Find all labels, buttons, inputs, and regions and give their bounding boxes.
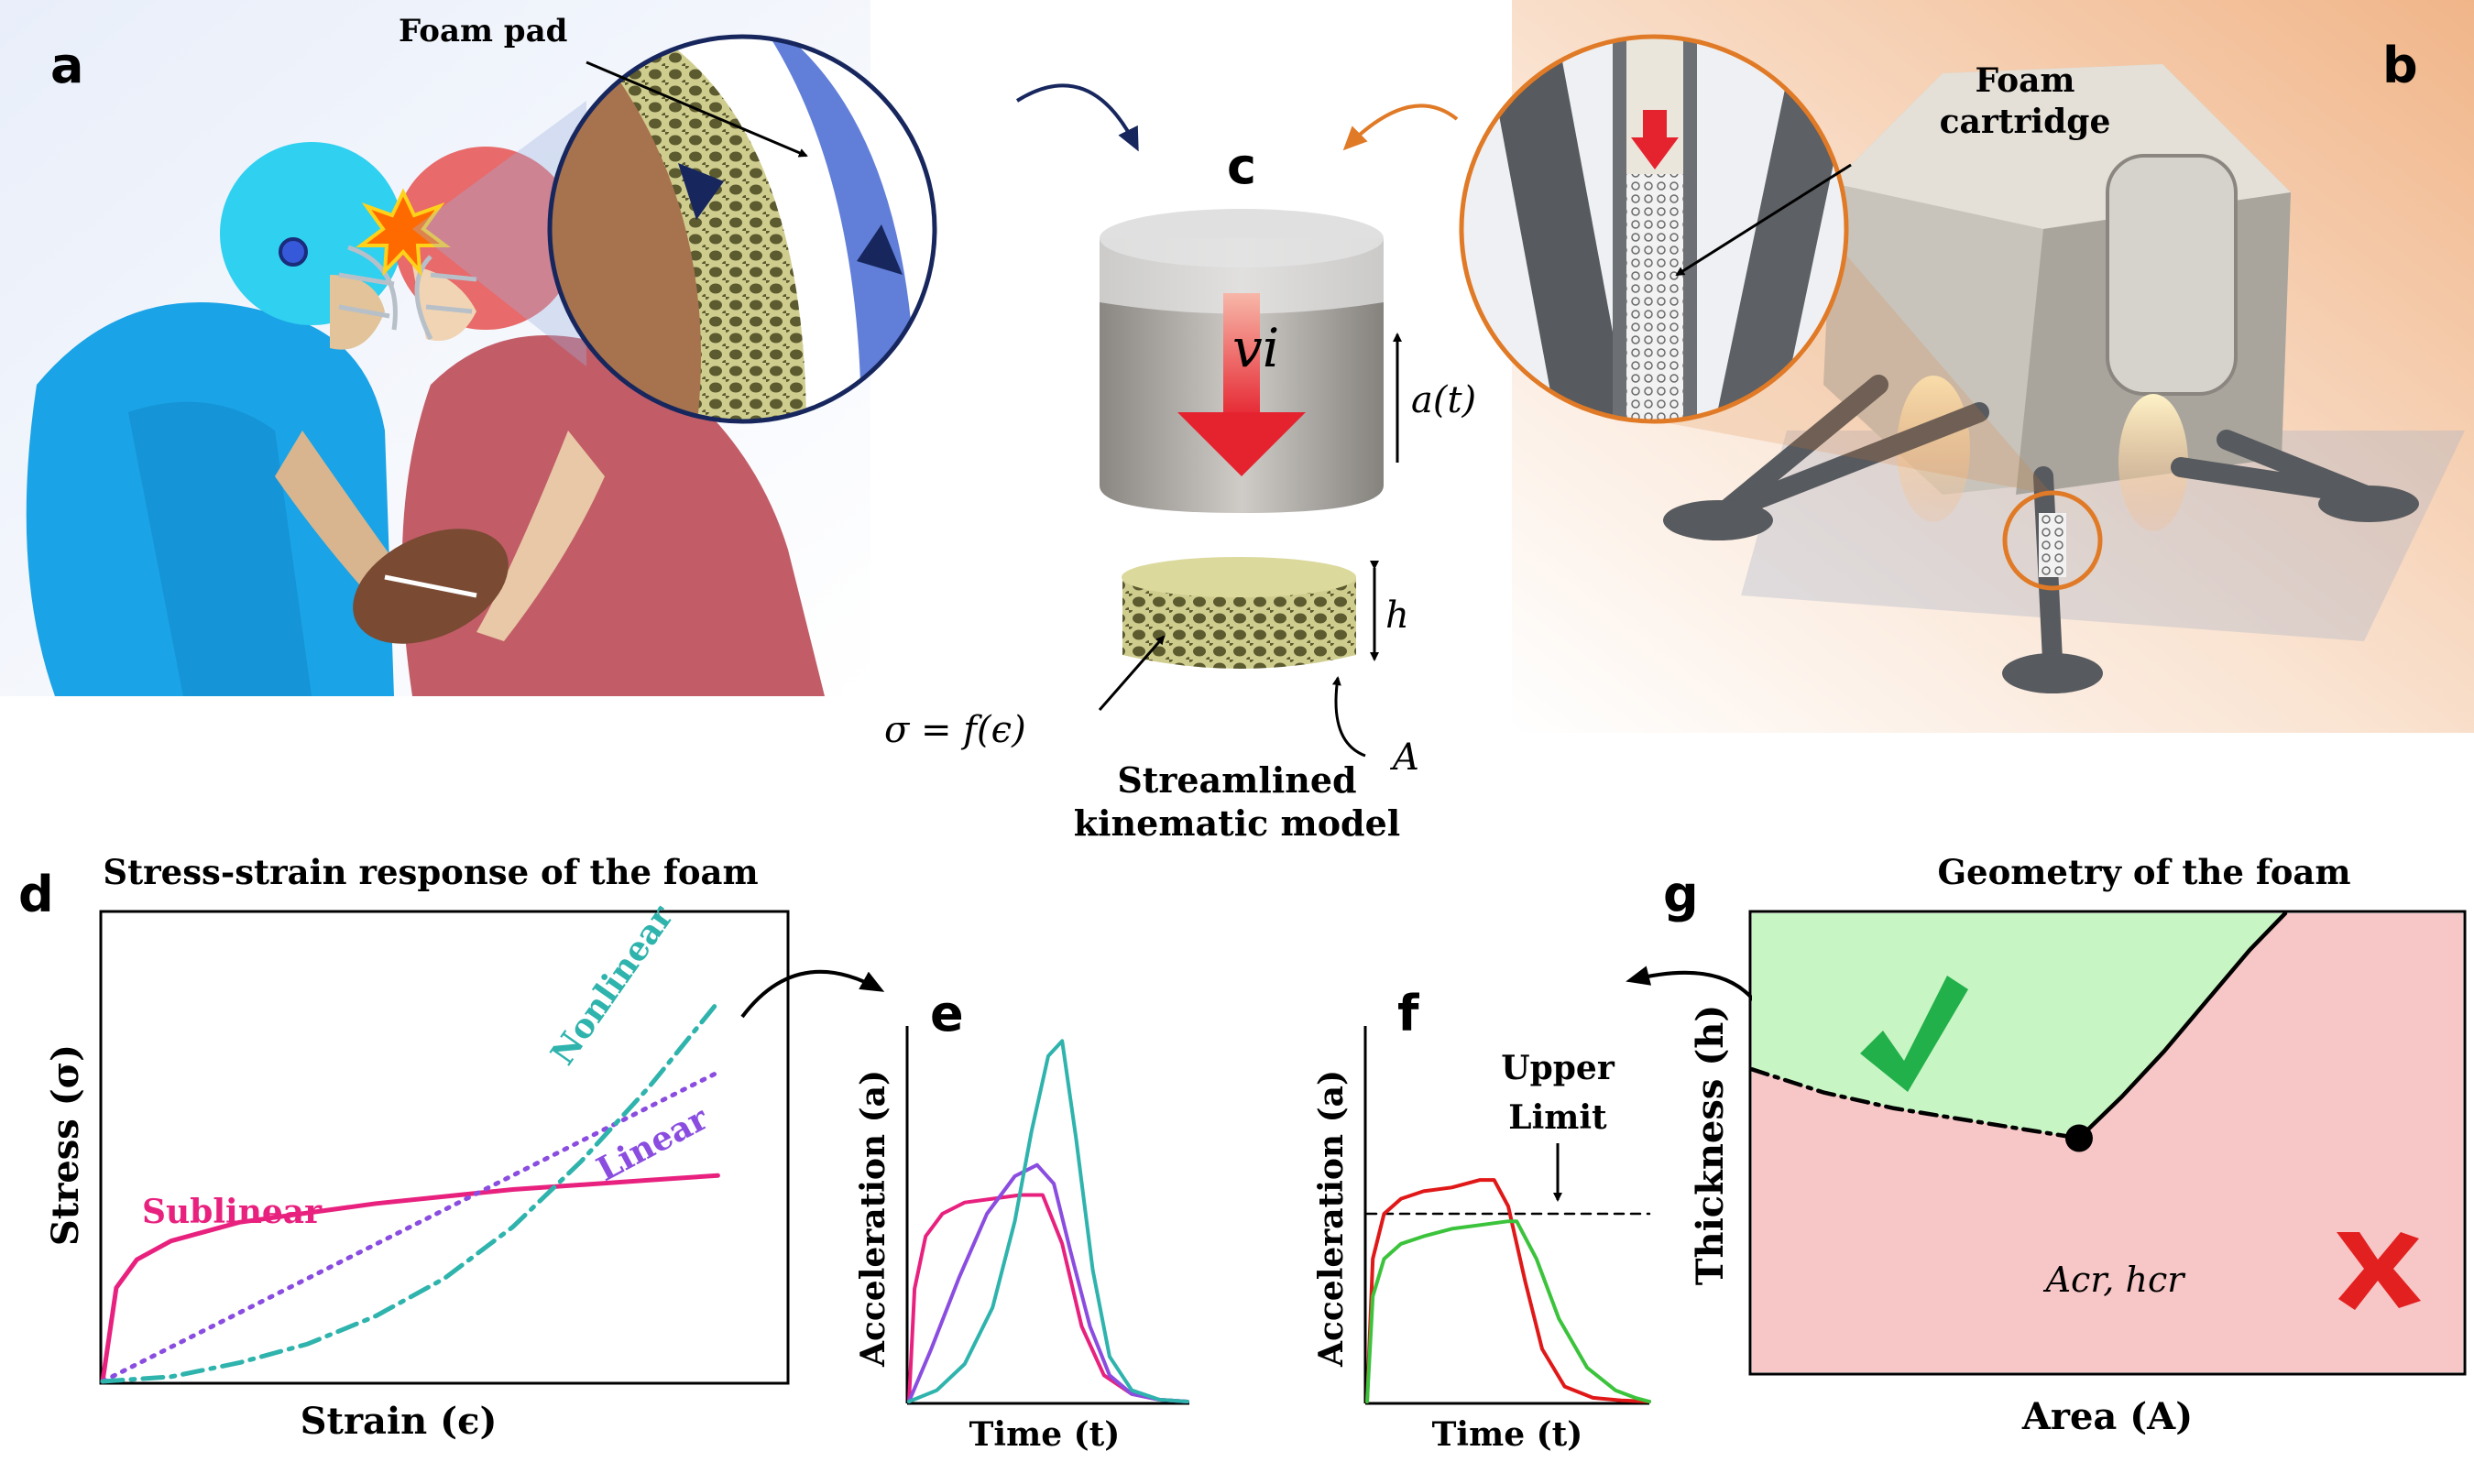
chart-g-xlabel: Area (A) bbox=[2021, 1395, 2193, 1438]
red-face bbox=[412, 266, 476, 341]
velocity-label: vi bbox=[1232, 317, 1279, 379]
panel-label-c: c bbox=[1227, 137, 1256, 195]
arrow-b-to-c bbox=[1342, 104, 1459, 151]
safe-region bbox=[1752, 913, 2285, 1139]
series-e-linear-line bbox=[907, 1162, 1189, 1403]
panel-e-chart: e Time (t) Acceleration (a) bbox=[740, 969, 1189, 1454]
foam-sample bbox=[1122, 577, 1356, 669]
arrow-d-to-e bbox=[740, 969, 885, 1019]
chart-d-frame bbox=[99, 910, 790, 1385]
height-label: h bbox=[1385, 595, 1409, 637]
arrow-a-to-c bbox=[1015, 83, 1139, 152]
panel-f-chart: f Upper Limit Time (t) Acceleration (a) bbox=[1312, 985, 1651, 1454]
foam-pad-texture bbox=[586, 37, 806, 421]
critical-point-label: Acr, hcr bbox=[2043, 1260, 2187, 1300]
panel-label-e: e bbox=[930, 985, 964, 1042]
panel-a-illustration: Foam pad bbox=[0, 0, 1139, 696]
upper-limit-label-1: Upper bbox=[1501, 1049, 1615, 1087]
legend-sublinear: Sublinear bbox=[142, 1193, 323, 1231]
chart-e-series bbox=[907, 1039, 1189, 1403]
chart-d-series bbox=[100, 999, 720, 1384]
chart-f-xlabel: Time (t) bbox=[1432, 1415, 1583, 1454]
boundary-solid-line bbox=[2076, 911, 2288, 1140]
chart-g-regions bbox=[1749, 911, 2463, 1372]
series-nonlinear-line bbox=[100, 999, 720, 1384]
panel-label-b: b bbox=[2382, 37, 2418, 94]
chart-g-ylabel: Thickness (h) bbox=[1689, 1005, 1732, 1286]
upper-limit-label-2: Limit bbox=[1508, 1098, 1607, 1137]
chart-f-ylabel: Acceleration (a) bbox=[1312, 1070, 1351, 1368]
foam-cartridge-label-1: Foam bbox=[1975, 61, 2074, 100]
panel-label-a: a bbox=[50, 37, 83, 94]
stress-equation: σ = f(ϵ) bbox=[884, 709, 1026, 751]
blue-facemask bbox=[338, 245, 398, 331]
legend-nonlinear: Nonlinear bbox=[543, 898, 682, 1072]
series-f-red-line bbox=[1365, 1178, 1651, 1403]
panel-label-d: d bbox=[18, 866, 54, 923]
series-sublinear-line bbox=[100, 1173, 720, 1384]
acceleration-label: a(t) bbox=[1411, 379, 1476, 421]
area-label: A bbox=[1389, 737, 1419, 779]
check-icon bbox=[1860, 976, 1968, 1092]
critical-point-marker bbox=[2064, 1124, 2093, 1152]
small-magnifier-circle bbox=[2002, 490, 2103, 591]
series-f-green-line bbox=[1365, 1219, 1651, 1403]
chart-d-title: Stress-strain response of the foam bbox=[103, 852, 758, 892]
red-facemask bbox=[414, 255, 477, 341]
chart-g-title: Geometry of the foam bbox=[1937, 852, 2350, 892]
series-e-nonlinear-line bbox=[907, 1039, 1189, 1403]
compress-arrow-icon bbox=[857, 224, 903, 275]
chart-f-series bbox=[1365, 1178, 1651, 1403]
panel-b-illustration: Foam cartridge bbox=[1342, 0, 2474, 733]
compress-arrow-icon bbox=[678, 163, 724, 220]
magnifier-circle bbox=[547, 34, 937, 424]
chart-d-xlabel: Strain (ϵ) bbox=[301, 1400, 498, 1443]
panel-c-model: c vi a(t) h σ = f(ϵ) A Streamlined kinem… bbox=[884, 137, 1476, 844]
velocity-arrow bbox=[1177, 412, 1306, 476]
chart-e-ylabel: Acceleration (a) bbox=[854, 1070, 892, 1368]
model-caption-1: Streamlined bbox=[1117, 759, 1356, 801]
boundary-dashed-line bbox=[1749, 1067, 2082, 1140]
chart-g-frame bbox=[1748, 910, 2467, 1376]
panel-d-chart: d Stress-strain response of the foam Str… bbox=[18, 852, 790, 1443]
panel-label-f: f bbox=[1397, 985, 1419, 1042]
foam-cartridge-label-2: cartridge bbox=[1940, 103, 2111, 141]
cross-icon bbox=[2337, 1232, 2421, 1310]
panel-g-chart: g Geometry of the foam Acr, hcr Area (A)… bbox=[1626, 852, 2467, 1438]
chart-d-ylabel: Stress (σ) bbox=[44, 1044, 87, 1246]
chart-e-xlabel: Time (t) bbox=[969, 1415, 1121, 1454]
foam-cartridge-texture bbox=[1626, 174, 1683, 421]
panel-label-g: g bbox=[1663, 866, 1699, 923]
model-caption-2: kinematic model bbox=[1074, 802, 1401, 844]
unsafe-region bbox=[1752, 913, 2463, 1372]
impact-icon bbox=[356, 188, 451, 277]
magnifier-circle-b bbox=[1459, 34, 1849, 424]
foam-pad-label: Foam pad bbox=[399, 13, 567, 49]
